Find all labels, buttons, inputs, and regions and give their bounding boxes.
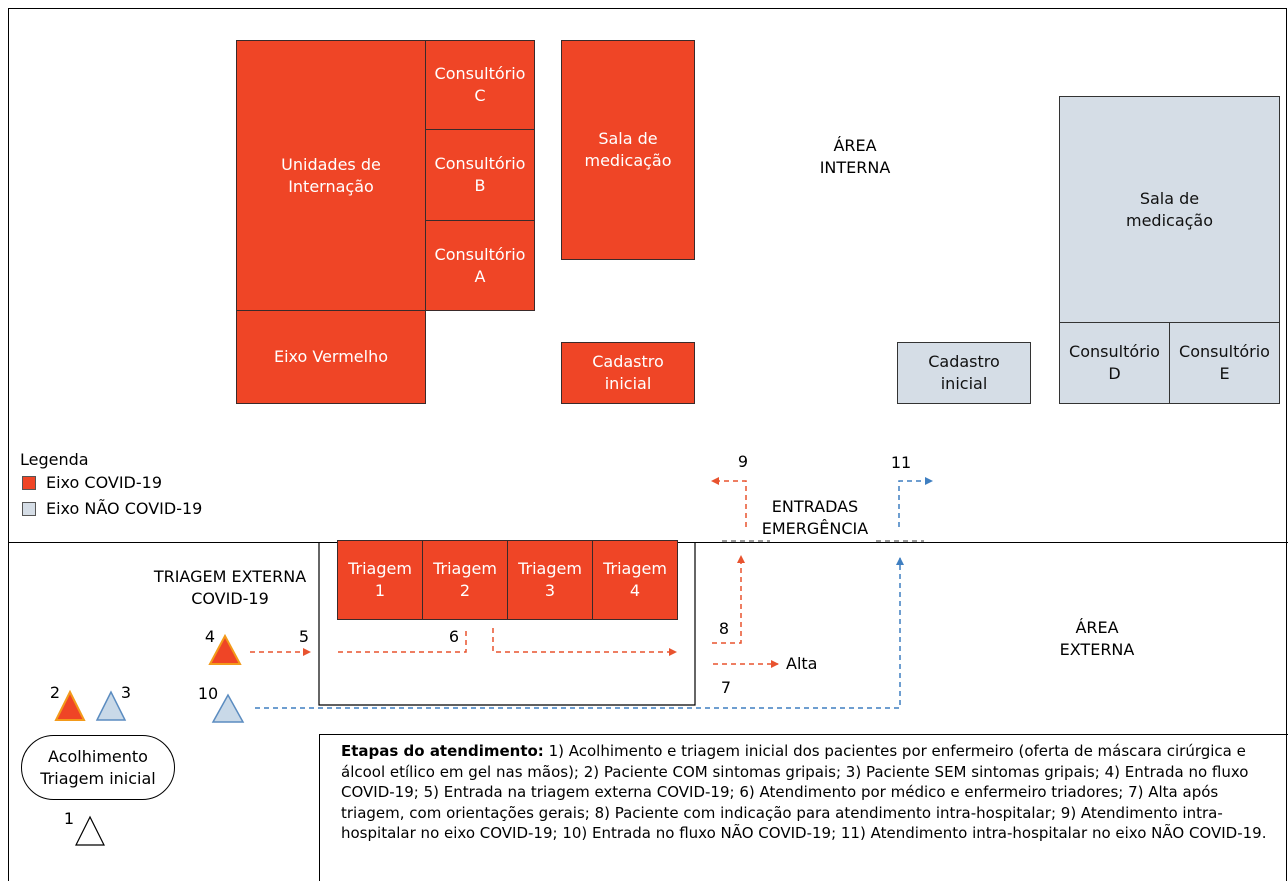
- noncovid-registration: Cadastro inicial: [897, 342, 1031, 404]
- office-b: Consultório B: [425, 129, 535, 221]
- step-9-label: 9: [737, 452, 749, 471]
- steps-heading: Etapas do atendimento:: [341, 742, 544, 760]
- internal-area-label: ÁREA INTERNA: [819, 136, 891, 177]
- noncovid-medication-room: Sala de medicação: [1059, 96, 1280, 323]
- legend-noncovid-label: Eixo NÃO COVID-19: [46, 499, 203, 518]
- triage-enclosure: [318, 542, 696, 706]
- triage-room-4: Triagem 4: [592, 540, 678, 620]
- triangle-step-10: [211, 693, 245, 723]
- arrow-step-6a: [338, 628, 467, 653]
- step-2-label: 2: [49, 683, 61, 702]
- covid-registration: Cadastro inicial: [561, 342, 695, 404]
- steps-body: 1) Acolhimento e triagem inicial dos pac…: [341, 742, 1267, 842]
- arrow-step-6b: [492, 628, 677, 656]
- step-5-label: 5: [298, 627, 310, 646]
- legend-covid-label: Eixo COVID-19: [46, 473, 163, 492]
- step-11-label: 11: [890, 453, 912, 472]
- step-8-label: 8: [718, 619, 730, 638]
- steps-legend-box: Etapas do atendimento: 1) Acolhimento e …: [319, 734, 1288, 881]
- office-e: Consultório E: [1169, 322, 1280, 404]
- legend-covid-swatch: [22, 476, 36, 490]
- arrow-step-11: [898, 477, 933, 527]
- emergency-entrances-label: ENTRADAS EMERGÊNCIA: [761, 497, 869, 538]
- step-1-label: 1: [63, 809, 75, 828]
- triangle-step-4: [208, 633, 242, 665]
- red-axis: Eixo Vermelho: [236, 310, 426, 404]
- triage-room-2: Triagem 2: [422, 540, 508, 620]
- reception-oval: Acolhimento Triagem inicial: [21, 735, 175, 800]
- diagram-frame: [8, 8, 1287, 881]
- office-c: Consultório C: [425, 40, 535, 130]
- triangle-step-3: [95, 690, 127, 721]
- office-a: Consultório A: [425, 220, 535, 311]
- step-3-label: 3: [120, 683, 132, 702]
- legend-title: Legenda: [20, 450, 89, 469]
- step-10-label: 10: [197, 684, 219, 703]
- arrow-step-9: [711, 477, 747, 527]
- legend-noncovid-swatch: [22, 502, 36, 516]
- triangle-step-1: [75, 815, 105, 846]
- step-4-label: 4: [204, 627, 216, 646]
- office-d: Consultório D: [1059, 322, 1170, 404]
- external-area-label: ÁREA EXTERNA: [1059, 618, 1135, 659]
- triangle-step-2: [54, 689, 86, 721]
- external-triage-label: TRIAGEM EXTERNA COVID-19: [153, 567, 307, 608]
- covid-medication-room: Sala de medicação: [561, 40, 695, 260]
- step-7-label: 7: [720, 678, 732, 697]
- arrow-step-10: [255, 557, 904, 709]
- arrow-step-8: [712, 555, 745, 644]
- discharge-label: Alta: [786, 654, 818, 673]
- triage-room-1: Triagem 1: [337, 540, 423, 620]
- step-6-label: 6: [448, 627, 460, 646]
